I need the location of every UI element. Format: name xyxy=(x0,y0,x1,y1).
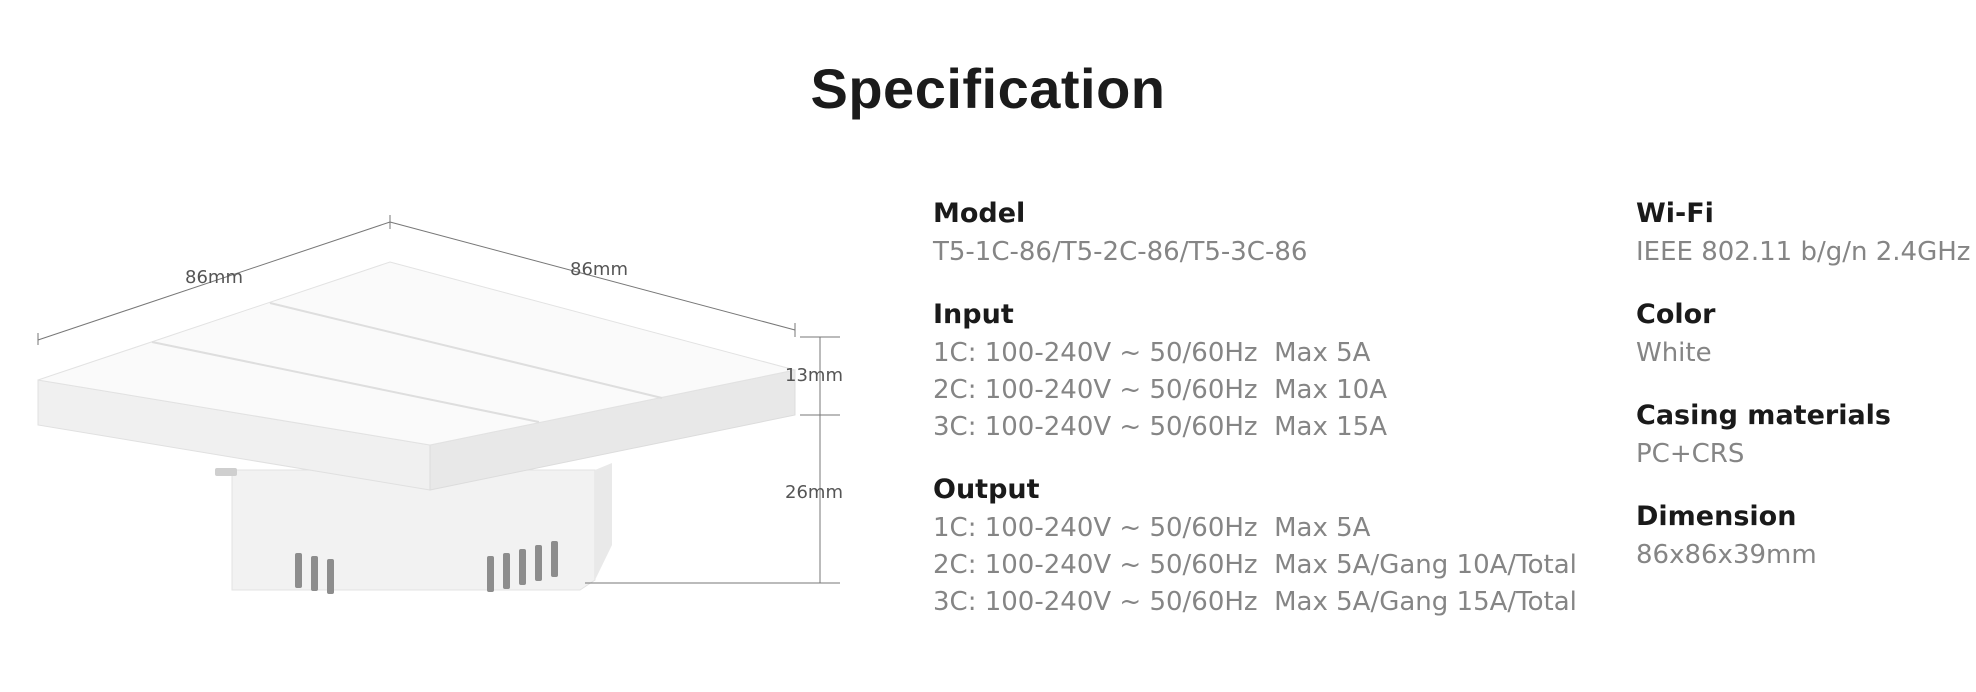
spec-value: T5-1C-86/T5-2C-86/T5-3C-86 xyxy=(933,237,1308,267)
spec-value: 3C: 100-240V ~ 50/60Hz Max 5A/Gang 15A/T… xyxy=(933,587,1577,617)
spec-value: 2C: 100-240V ~ 50/60Hz Max 5A/Gang 10A/T… xyxy=(933,550,1577,580)
spec-value: White xyxy=(1636,338,1712,368)
spec-output: Output 1C: 100-240V ~ 50/60Hz Max 5A 2C:… xyxy=(933,470,1577,621)
spec-column-right: Wi-Fi IEEE 802.11 b/g/n 2.4GHz Color Whi… xyxy=(1636,194,1970,598)
box-depth-label: 26mm xyxy=(785,482,843,503)
page-title: Specification xyxy=(810,57,1166,120)
spec-value: PC+CRS xyxy=(1636,439,1745,469)
back-box xyxy=(231,463,612,594)
spec-value: 2C: 100-240V ~ 50/60Hz Max 10A xyxy=(933,375,1387,405)
spec-label: Dimension xyxy=(1636,501,1797,532)
width-dimension-label: 86mm xyxy=(185,267,243,288)
depth-dimension-label: 86mm xyxy=(570,259,628,280)
dimension-lines xyxy=(37,215,840,584)
spec-model: Model T5-1C-86/T5-2C-86/T5-3C-86 xyxy=(933,194,1577,271)
spec-value: IEEE 802.11 b/g/n 2.4GHz xyxy=(1636,237,1971,267)
spec-label: Model xyxy=(933,198,1026,229)
spec-label: Color xyxy=(1636,299,1716,330)
switch-panel xyxy=(37,261,796,491)
spec-value: 86x86x39mm xyxy=(1636,540,1817,570)
spec-label: Output xyxy=(933,474,1040,505)
spec-label: Wi-Fi xyxy=(1636,198,1714,229)
spec-input: Input 1C: 100-240V ~ 50/60Hz Max 5A 2C: … xyxy=(933,295,1577,446)
spec-dimension: Dimension 86x86x39mm xyxy=(1636,497,1970,574)
spec-label: Casing materials xyxy=(1636,400,1891,431)
spec-wifi: Wi-Fi IEEE 802.11 b/g/n 2.4GHz xyxy=(1636,194,1970,271)
spec-color: Color White xyxy=(1636,295,1970,372)
spec-column-left: Model T5-1C-86/T5-2C-86/T5-3C-86 Input 1… xyxy=(933,194,1577,645)
spec-value: 3C: 100-240V ~ 50/60Hz Max 15A xyxy=(933,412,1387,442)
spec-value: 1C: 100-240V ~ 50/60Hz Max 5A xyxy=(933,513,1371,543)
spec-value: 1C: 100-240V ~ 50/60Hz Max 5A xyxy=(933,338,1371,368)
panel-thickness-label: 13mm xyxy=(785,365,843,386)
spec-label: Input xyxy=(933,299,1014,330)
spec-casing-materials: Casing materials PC+CRS xyxy=(1636,396,1970,473)
product-dimension-illustration: 86mm 86mm 13mm 26mm xyxy=(37,215,843,594)
